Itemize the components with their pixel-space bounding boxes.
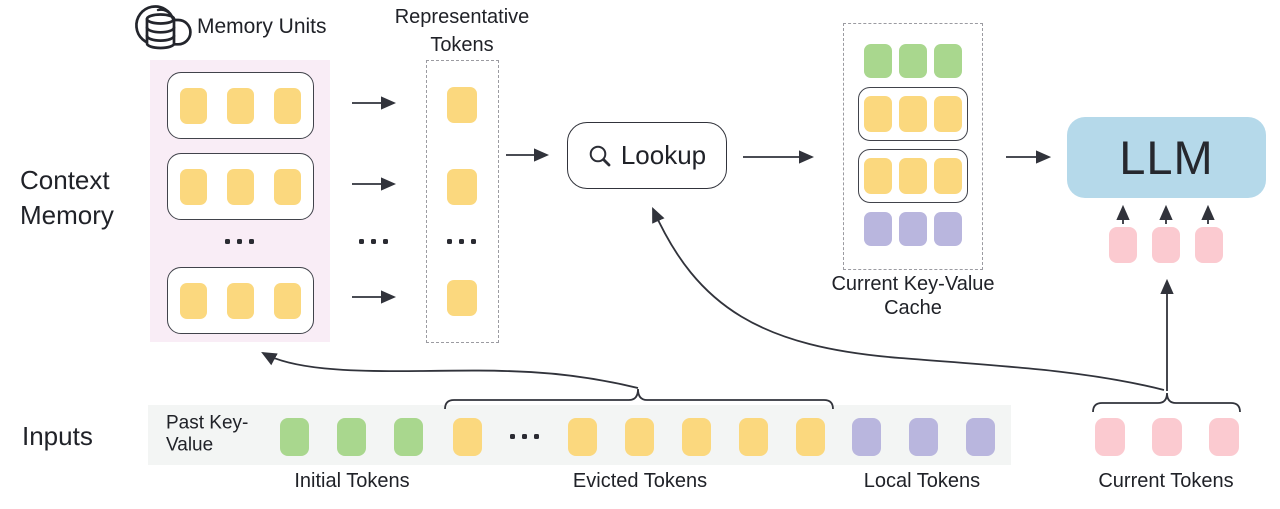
- lookup-label: Lookup: [620, 140, 707, 170]
- ellipsis-dots: [214, 236, 264, 246]
- current-tokens-label: Current Tokens: [1098, 470, 1234, 492]
- cache-initial-tokens-row: [844, 44, 982, 78]
- yellow-token: [568, 418, 597, 456]
- initial-tokens-group: [280, 418, 423, 456]
- inputs-label: Inputs: [22, 421, 93, 451]
- yellow-token: [453, 418, 482, 456]
- local-tokens-label: Local Tokens: [863, 470, 981, 492]
- context-memory-label: Context Memory: [20, 165, 114, 230]
- memory-unit-row: [167, 72, 314, 139]
- cache-local-tokens-row: [844, 212, 982, 246]
- green-token: [337, 418, 366, 456]
- purple-token: [966, 418, 995, 456]
- purple-token: [934, 212, 962, 246]
- yellow-token: [625, 418, 654, 456]
- past-key-value-label: Past Key-Value: [166, 412, 249, 456]
- yellow-token: [227, 87, 254, 124]
- yellow-token: [274, 87, 301, 124]
- llm-label: LLM: [1119, 131, 1214, 184]
- current-tokens-group: [1095, 418, 1239, 456]
- context-memory-panel: [150, 60, 330, 342]
- yellow-token: [934, 158, 962, 194]
- yellow-token: [447, 87, 477, 123]
- yellow-token: [274, 168, 301, 205]
- lookup-button: Lookup: [567, 122, 727, 189]
- yellow-token: [227, 282, 254, 319]
- pink-token: [1109, 227, 1137, 263]
- memory-cloud-database-icon: [135, 5, 192, 50]
- past-key-value-strip: Past Key-Value: [148, 405, 1011, 465]
- representative-token: [447, 280, 477, 316]
- yellow-token: [447, 280, 477, 316]
- yellow-token: [682, 418, 711, 456]
- purple-token: [909, 418, 938, 456]
- yellow-token: [180, 168, 207, 205]
- cache-memory-unit-row: [858, 87, 968, 141]
- yellow-token: [899, 158, 927, 194]
- yellow-token: [180, 282, 207, 319]
- yellow-token: [796, 418, 825, 456]
- initial-tokens-label: Initial Tokens: [294, 470, 410, 492]
- representative-token: [447, 169, 477, 205]
- green-token: [899, 44, 927, 78]
- evicted-tokens-label: Evicted Tokens: [572, 470, 708, 492]
- purple-token: [852, 418, 881, 456]
- representative-token: [447, 87, 477, 123]
- evicted-to-context-memory-arrow: [261, 351, 639, 389]
- green-token: [394, 418, 423, 456]
- evicted-tokens-group-head: [453, 418, 482, 456]
- green-token: [280, 418, 309, 456]
- memory-to-representative-arrows: [352, 96, 397, 304]
- ellipsis-dots: [499, 431, 549, 441]
- purple-token: [864, 212, 892, 246]
- pink-token: [1152, 227, 1180, 263]
- yellow-token: [864, 158, 892, 194]
- yellow-token: [899, 96, 927, 132]
- yellow-token: [227, 168, 254, 205]
- llm-box: LLM: [1067, 117, 1266, 198]
- search-icon: [589, 145, 611, 166]
- current-tokens-brace: [1092, 392, 1241, 413]
- local-tokens-group: [852, 418, 995, 456]
- yellow-token: [180, 87, 207, 124]
- evicted-tokens-group-tail: [568, 418, 825, 456]
- llm-input-tokens: [1109, 227, 1223, 263]
- memory-unit-row: [167, 267, 314, 334]
- ellipsis-dots: [348, 236, 398, 246]
- yellow-token: [274, 282, 301, 319]
- representative-tokens-label: Representative Tokens: [394, 6, 530, 56]
- pink-token: [1209, 418, 1239, 456]
- green-token: [934, 44, 962, 78]
- purple-token: [899, 212, 927, 246]
- current-kv-cache-label: Current Key-Value Cache: [831, 273, 995, 320]
- pink-token: [1095, 418, 1125, 456]
- yellow-token: [447, 169, 477, 205]
- pink-token: [1195, 227, 1223, 263]
- yellow-token: [934, 96, 962, 132]
- pink-token: [1152, 418, 1182, 456]
- current-input-to-llm-arrows: [1116, 204, 1215, 224]
- memory-units-label: Memory Units: [197, 15, 327, 38]
- ellipsis-dots: [436, 236, 486, 246]
- yellow-token: [739, 418, 768, 456]
- green-token: [864, 44, 892, 78]
- cache-memory-unit-row: [858, 149, 968, 203]
- memory-unit-row: [167, 153, 314, 220]
- representative-tokens-box: [426, 60, 499, 343]
- yellow-token: [864, 96, 892, 132]
- current-kv-cache-box: [843, 23, 983, 270]
